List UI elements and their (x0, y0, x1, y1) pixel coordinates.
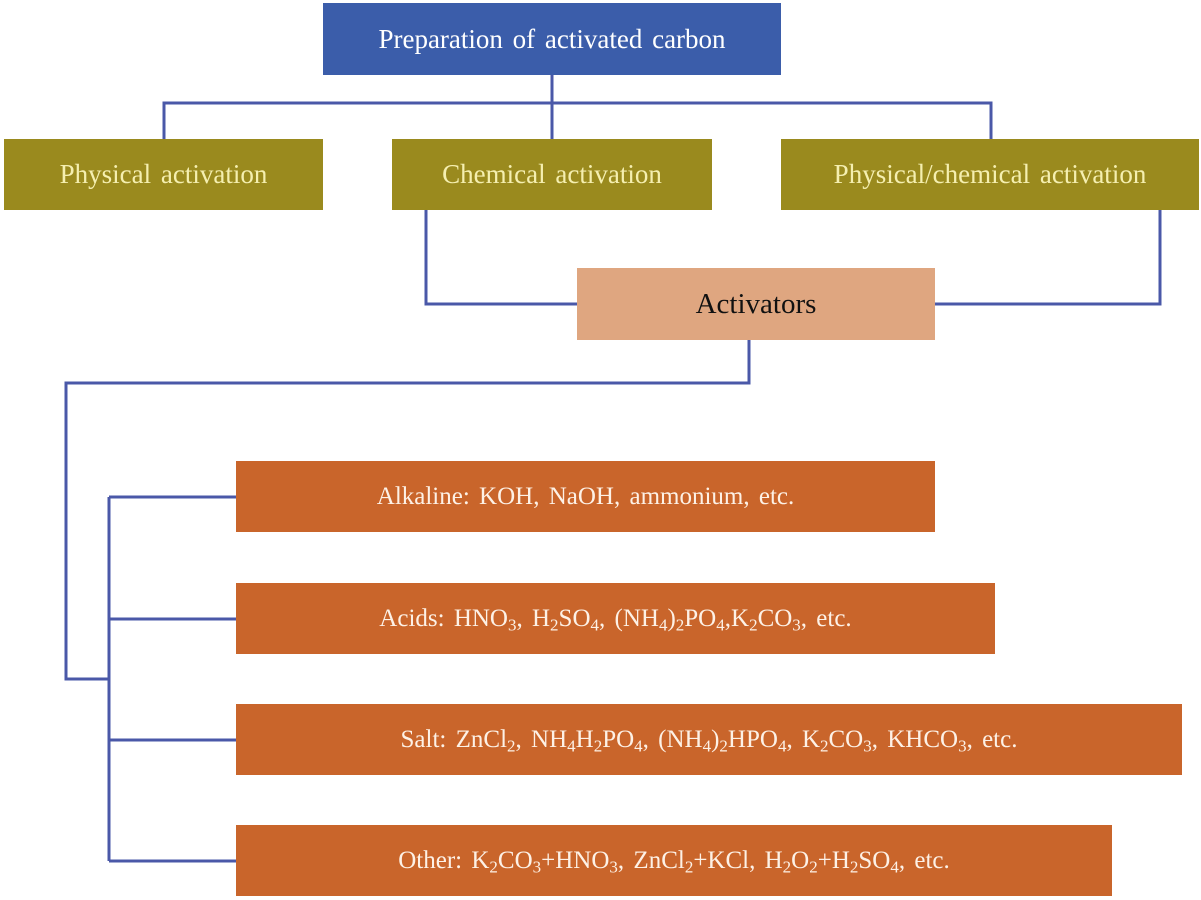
category-node-salt: Salt: ZnCl2, NH4H2PO4, (NH4)2HPO4, K2CO3… (236, 704, 1182, 775)
root-label: Preparation of activated carbon (378, 23, 726, 54)
method-label: Physical activation (59, 159, 268, 189)
category-label: Alkaline: KOH, NaOH, ammonium, etc. (376, 482, 795, 510)
activators-node: Activators (577, 268, 935, 340)
method-label: Physical/chemical activation (833, 159, 1147, 189)
category-label: Other: K2CO3+HNO3, ZnCl2+KCl, H2O2+H2SO4… (398, 846, 950, 876)
method-label: Chemical activation (442, 159, 662, 189)
category-node-other: Other: K2CO3+HNO3, ZnCl2+KCl, H2O2+H2SO4… (236, 825, 1112, 896)
category-node-acids: Acids: HNO3, H2SO4, (NH4)2PO4,K2CO3, etc… (236, 583, 995, 654)
method-node-physical: Physical activation (4, 139, 323, 210)
category-label: Acids: HNO3, H2SO4, (NH4)2PO4,K2CO3, etc… (379, 604, 852, 634)
root-node: Preparation of activated carbon (323, 3, 781, 75)
activators-label: Activators (695, 287, 817, 320)
category-node-alkaline: Alkaline: KOH, NaOH, ammonium, etc. (236, 461, 935, 532)
method-node-physical-chemical: Physical/chemical activation (781, 139, 1199, 210)
root-to-methods-connector (162, 101, 993, 139)
chemical-to-activators-connector (424, 210, 577, 306)
method-node-chemical: Chemical activation (392, 139, 712, 210)
category-label: Salt: ZnCl2, NH4H2PO4, (NH4)2HPO4, K2CO3… (400, 725, 1018, 755)
activators-to-categories-connector (64, 340, 751, 681)
physchem-to-activators-connector (935, 210, 1162, 306)
